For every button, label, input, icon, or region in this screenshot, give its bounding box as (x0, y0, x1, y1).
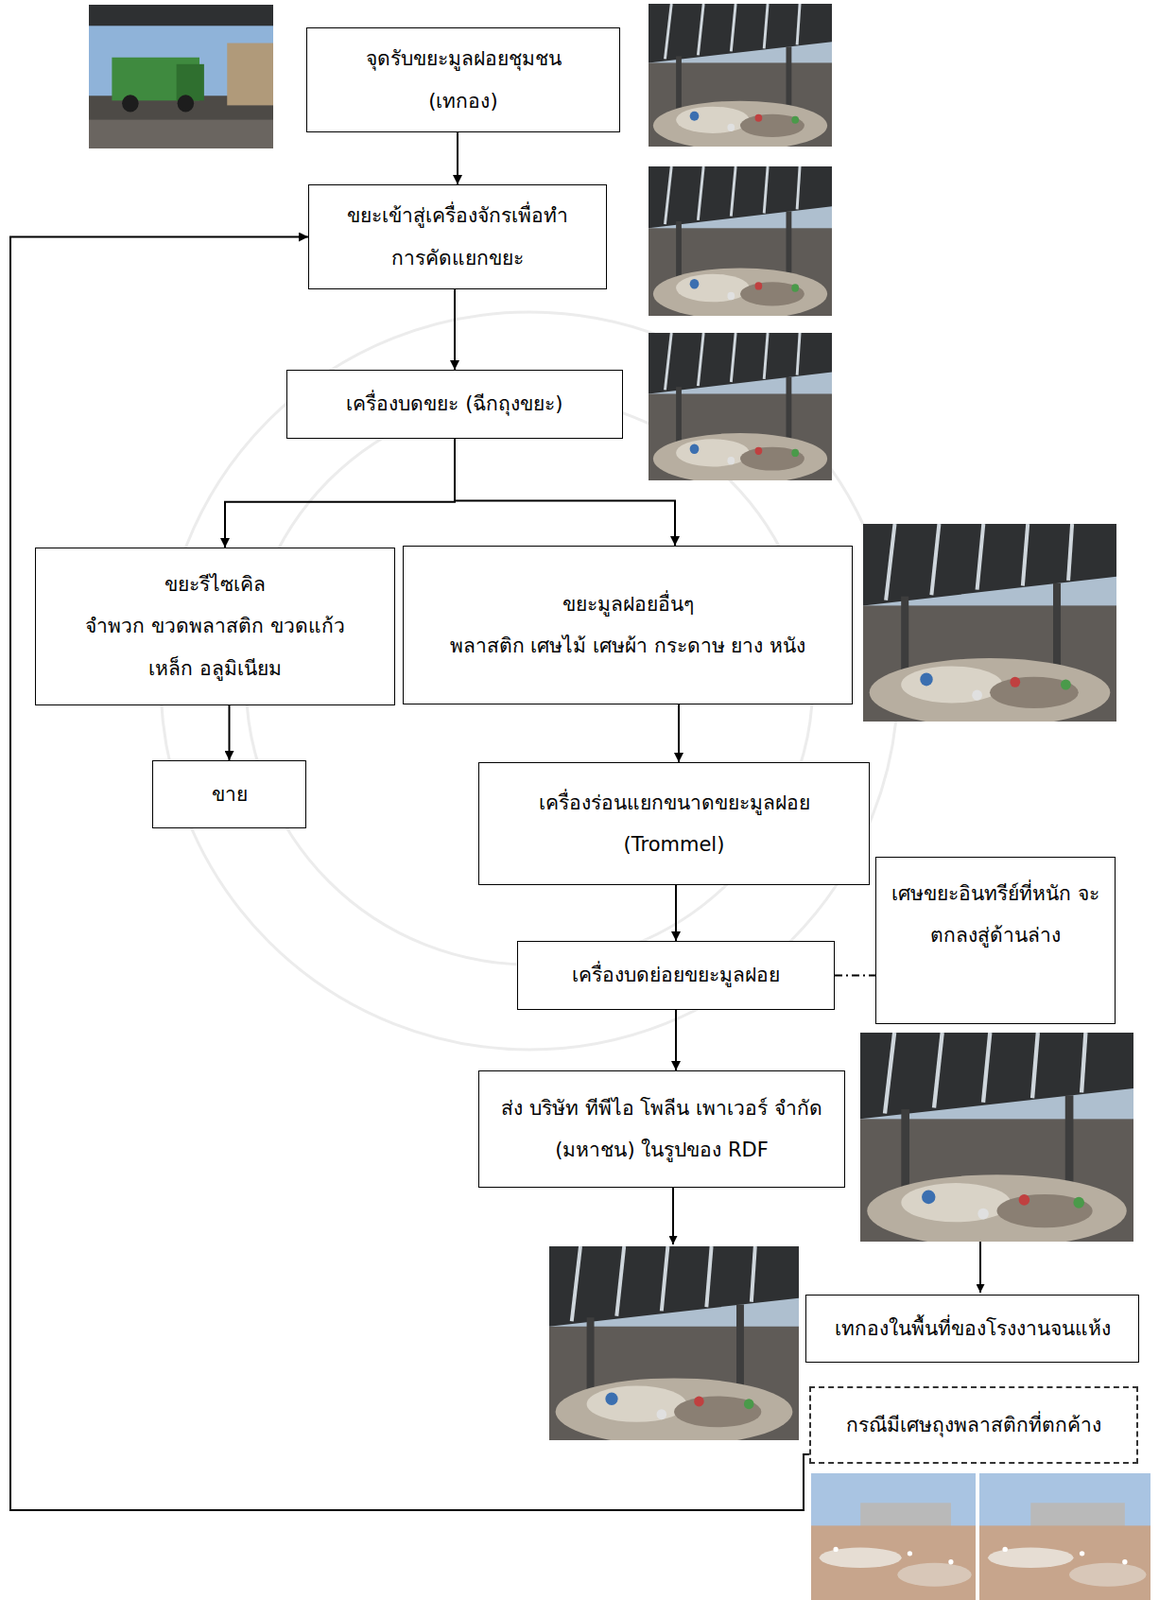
node-body-text: จำพวก ขวดพลาสติก ขวดแก้ว เหล็ก อลูมิเนีย… (64, 605, 366, 689)
node-text: ขาย (211, 773, 248, 815)
photo (979, 1472, 1151, 1600)
photo (648, 166, 832, 320)
flow-arrow (454, 438, 675, 546)
photo (549, 1245, 799, 1445)
flow-arrow (674, 1009, 677, 1071)
node-text: ส่ง บริษัท ทีพีไอ โพลีน เพาเวอร์ จำกัด (… (496, 1087, 828, 1171)
process-box: จุดรับขยะมูลฝอยชุมชน (เทกอง) (306, 27, 621, 133)
flow-arrow (677, 704, 680, 762)
flow-arrow (456, 132, 459, 185)
category-box: ขยะรีไซเคิลจำพวก ขวดพลาสติก ขวดแก้ว เหล็… (34, 547, 396, 706)
node-text: จุดรับขยะมูลฝอยชุมชน (เทกอง) (354, 37, 572, 122)
process-box: เครื่องบดขยะ (ฉีกถุงขยะ) (286, 369, 623, 439)
node-text: เครื่องบดขยะ (ฉีกถุงขยะ) (345, 382, 563, 425)
node-text: เครื่องร่อนแยกขนาดขยะมูลฝอย (Trommel) (517, 781, 831, 865)
condition-box: กรณีมีเศษถุงพลาสติกที่ตกค้าง (809, 1385, 1139, 1464)
node-text: เทกองในพื้นที่ของโรงงานจนแห้ง (834, 1307, 1111, 1350)
node-text: ขยะเข้าสู่เครื่องจักรเพื่อทำ การคัดแยกขย… (335, 194, 580, 278)
note-box: เศษขยะอินทรีย์ที่หนัก จะตกลงสู่ด้านล่าง (875, 856, 1116, 1024)
node-text: ขยะรีไซเคิล (164, 563, 266, 606)
flow-arrow (228, 705, 231, 761)
node-text: เครื่องบดย่อยขยะมูลฝอย (571, 953, 780, 996)
output-box: ส่ง บริษัท ทีพีไอ โพลีน เพาเวอร์ จำกัด (… (478, 1070, 846, 1188)
photo (811, 1472, 976, 1600)
photo (860, 1032, 1134, 1247)
photo (648, 332, 832, 485)
flow-arrow (453, 289, 456, 370)
photo (863, 523, 1117, 727)
node-body-text: พลาสติก เศษไม้ เศษผ้า กระดาษ ยาง หนัง (449, 624, 806, 667)
category-box: ขยะมูลฝอยอื่นๆพลาสติก เศษไม้ เศษผ้า กระด… (402, 545, 853, 705)
terminal-box: ขาย (152, 760, 307, 829)
photo (88, 4, 274, 149)
node-text: เศษขยะอินทรีย์ที่หนัก จะตกลงสู่ด้านล่าง (887, 872, 1104, 956)
flow-arrow (979, 1241, 982, 1293)
photo (648, 3, 832, 151)
process-box: เครื่องร่อนแยกขนาดขยะมูลฝอย (Trommel) (478, 761, 870, 885)
flow-arrow (672, 1187, 675, 1245)
node-text: ขยะมูลฝอยอื่นๆ (562, 583, 694, 625)
process-box: ขยะเข้าสู่เครื่องจักรเพื่อทำ การคัดแยกขย… (308, 184, 607, 290)
process-box: เครื่องบดย่อยขยะมูลฝอย (517, 940, 835, 1010)
flow-arrow (224, 438, 455, 548)
flow-arrow (674, 884, 677, 941)
dash-dot-connector (834, 974, 876, 977)
node-text: กรณีมีเศษถุงพลาสติกที่ตกค้าง (846, 1403, 1102, 1446)
process-box: เทกองในพื้นที่ของโรงงานจนแห้ง (805, 1294, 1140, 1363)
